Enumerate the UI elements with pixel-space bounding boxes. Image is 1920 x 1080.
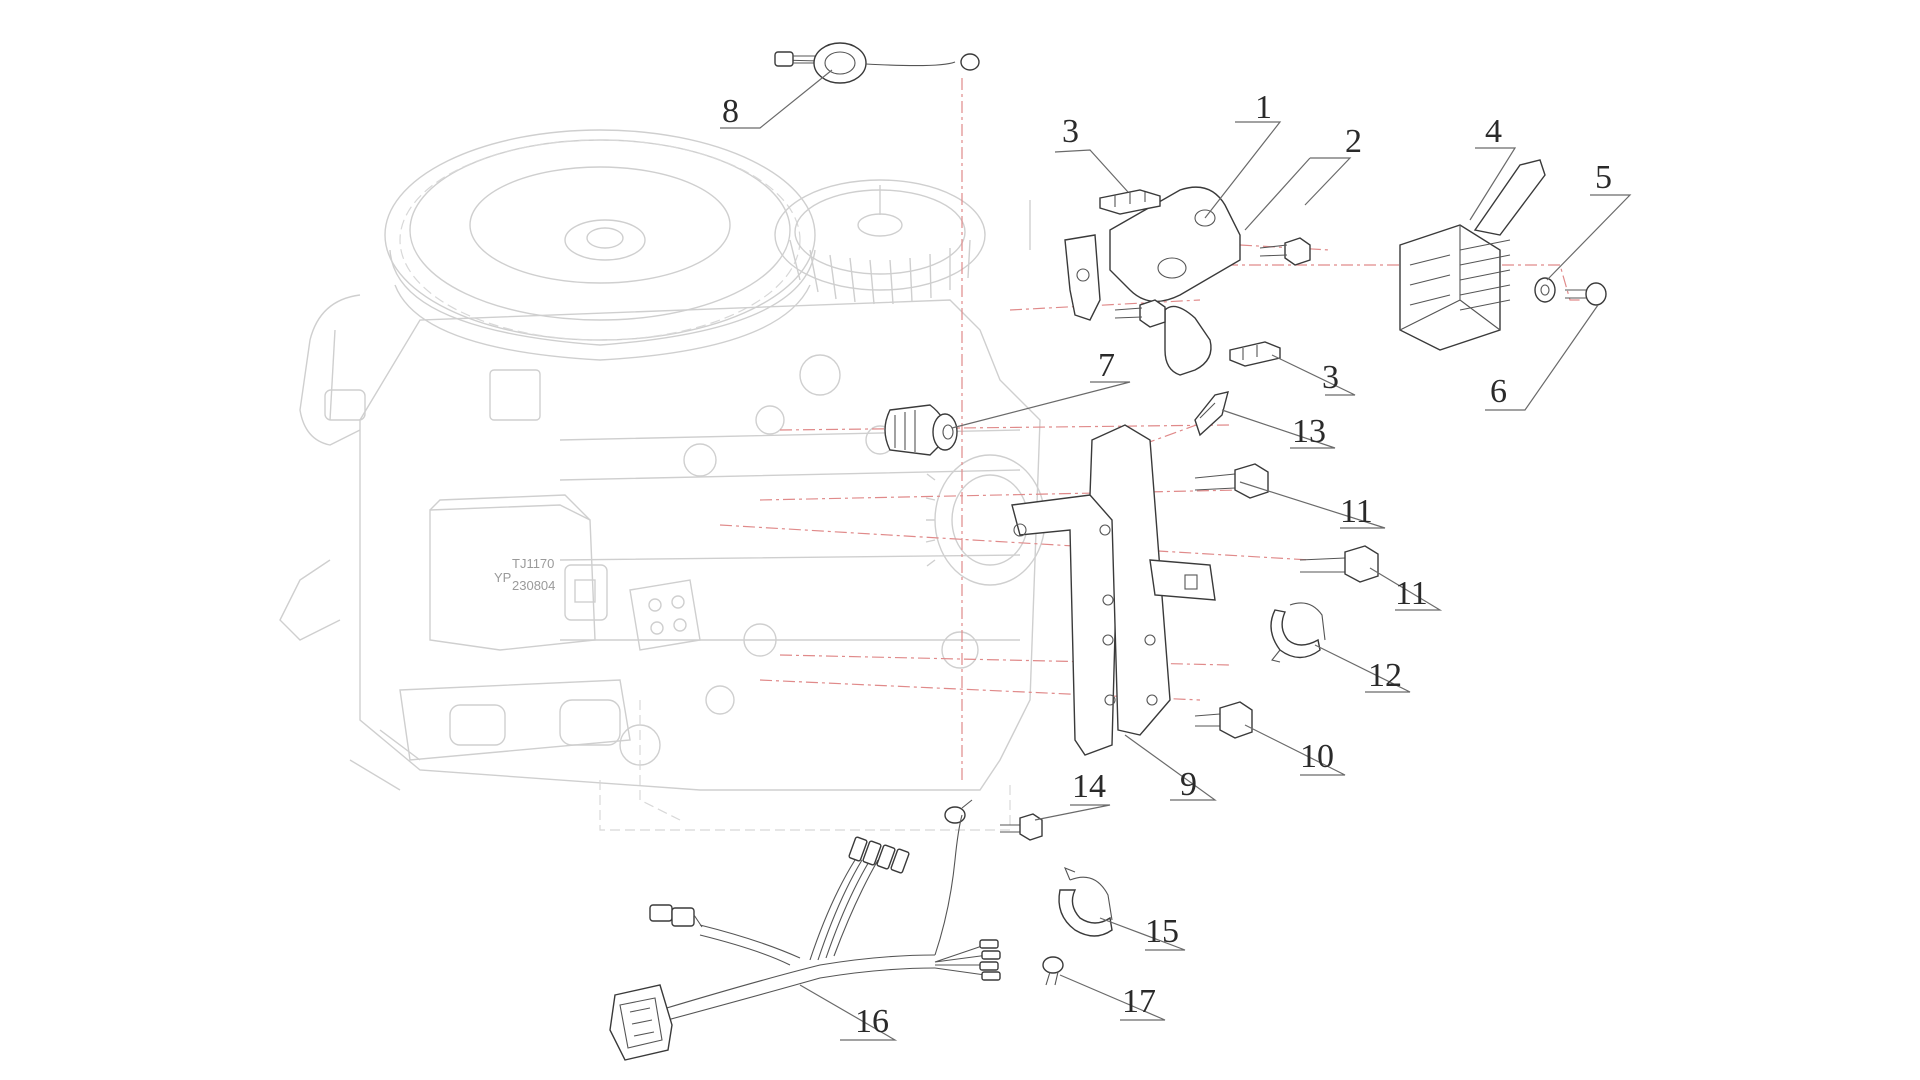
callout-4: 4 xyxy=(1485,113,1502,150)
part-side-plate xyxy=(1064,234,1101,321)
callout-3-upper: 3 xyxy=(1062,113,1079,150)
callout-8: 8 xyxy=(722,93,739,130)
ground-terminal xyxy=(944,799,973,824)
callout-7: 7 xyxy=(1098,347,1115,384)
callout-13: 13 xyxy=(1292,413,1326,450)
part-12-hose-clamp xyxy=(1270,602,1326,663)
part-5-washer xyxy=(1534,277,1556,303)
callout-12: 12 xyxy=(1368,657,1402,694)
callout-11-upper: 11 xyxy=(1340,493,1373,530)
part-1-bracket xyxy=(1109,186,1241,376)
part-8-sensor-cable xyxy=(774,42,980,84)
part-11-bolt-upper xyxy=(1194,463,1269,499)
callout-9: 9 xyxy=(1180,766,1197,803)
ecu-mark-1: YP xyxy=(494,570,511,585)
callout-14: 14 xyxy=(1072,768,1106,805)
part-11-bolt-lower xyxy=(1299,545,1379,583)
part-10-bolt xyxy=(1194,701,1253,739)
callout-11-lower: 11 xyxy=(1395,575,1428,612)
part-13-tab xyxy=(1194,391,1229,437)
part-7-sensor xyxy=(884,404,958,456)
part-16-wiring-harness xyxy=(609,814,1001,1061)
callout-3-lower: 3 xyxy=(1322,359,1339,396)
callout-15: 15 xyxy=(1145,913,1179,950)
callout-17: 17 xyxy=(1122,983,1156,1020)
ecu-mark-3: 230804 xyxy=(512,578,555,593)
callout-2: 2 xyxy=(1345,123,1362,160)
part-17-screw xyxy=(1042,956,1064,986)
ecu-mark-2: TJ1170 xyxy=(512,556,554,571)
callout-labels: 1 2 3 3 4 5 6 7 8 9 10 11 11 12 13 14 15… xyxy=(722,89,1612,1040)
callout-1: 1 xyxy=(1255,89,1272,126)
callout-6: 6 xyxy=(1490,373,1507,410)
callout-10: 10 xyxy=(1300,738,1334,775)
part-15-clamp xyxy=(1058,867,1113,937)
callout-16: 16 xyxy=(855,1003,889,1040)
part-6-screw xyxy=(1565,282,1607,306)
leader-lines xyxy=(720,69,1632,1041)
engine-block-ghost: YP TJ1170 230804 xyxy=(279,129,1046,831)
part-3-clip-upper xyxy=(1099,189,1161,215)
part-3-clip-lower xyxy=(1229,341,1281,367)
callout-5: 5 xyxy=(1595,159,1612,196)
part-2-bolts xyxy=(1114,237,1311,328)
part-14-ground-screw xyxy=(1000,813,1043,841)
part-4-relay-box xyxy=(1399,159,1546,351)
part-9-mount-plate xyxy=(1011,424,1216,756)
